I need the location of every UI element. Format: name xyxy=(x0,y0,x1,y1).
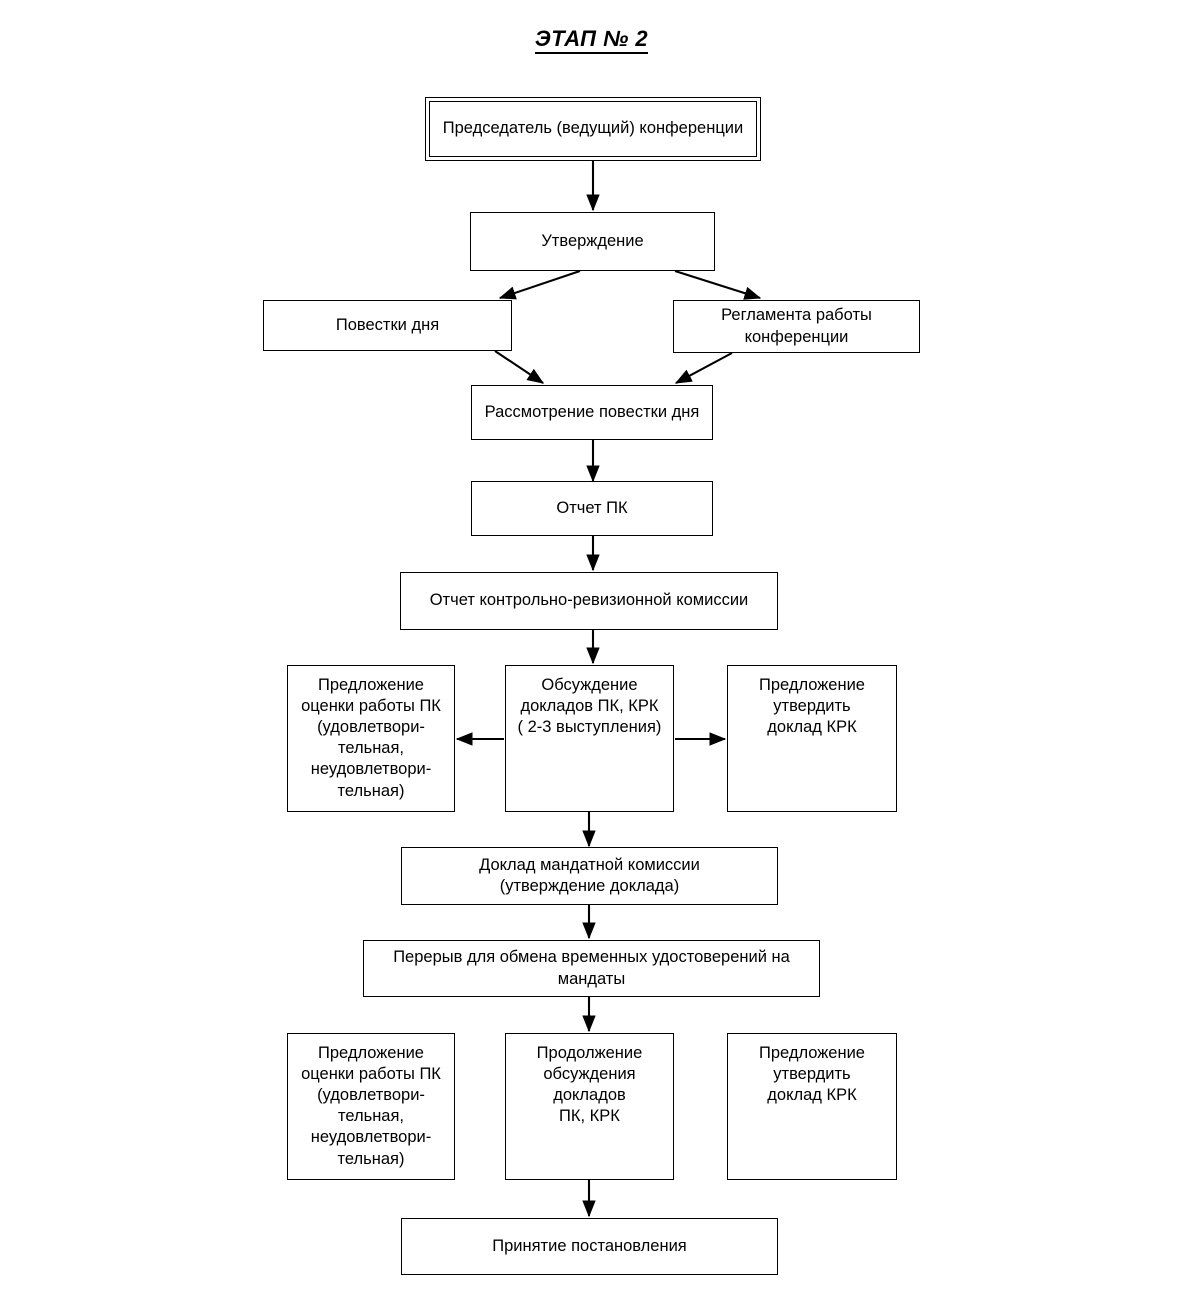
node-report-pk-label: Отчет ПК xyxy=(556,498,628,517)
node-approval-label: Утверждение xyxy=(541,231,644,250)
diagram-title-text: ЭТАП № 2 xyxy=(534,26,649,54)
edge-rules-review xyxy=(674,352,733,384)
node-agenda[interactable]: Повестки дня xyxy=(263,300,512,351)
node-break-label: Перерыв для обмена временных удостоверен… xyxy=(393,948,790,988)
node-chairman[interactable]: Председатель (ведущий) конференции xyxy=(425,97,761,161)
edge-approval-rules xyxy=(674,269,762,300)
node-decision[interactable]: Принятие постановления xyxy=(401,1218,778,1275)
node-report-pk[interactable]: Отчет ПК xyxy=(471,481,713,536)
diagram-title: ЭТАП № 2 xyxy=(0,26,1183,54)
node-chairman-label: Председатель (ведущий) конференции xyxy=(442,119,744,138)
node-approval[interactable]: Утверждение xyxy=(470,212,715,271)
node-decision-label: Принятие постановления xyxy=(492,1236,687,1255)
edge-approval-agenda xyxy=(498,270,581,300)
node-report-krk-label: Отчет контрольно-ревизионной комиссии xyxy=(429,591,749,610)
node-break[interactable]: Перерыв для обмена временных удостоверен… xyxy=(363,940,820,997)
node-review[interactable]: Рассмотрение повестки дня xyxy=(471,385,713,440)
node-agenda-label: Повестки дня xyxy=(335,315,440,334)
node-mandate-report-label: Доклад мандатной комиссии(утверждение до… xyxy=(479,855,700,895)
node-mandate-report[interactable]: Доклад мандатной комиссии(утверждение до… xyxy=(401,847,778,905)
node-chairman-inner: Председатель (ведущий) конференции xyxy=(429,101,757,157)
edge-agenda-review xyxy=(494,350,545,384)
node-review-label: Рассмотрение повестки дня xyxy=(484,402,700,421)
node-report-krk[interactable]: Отчет контрольно-ревизионной комиссии xyxy=(400,572,778,630)
